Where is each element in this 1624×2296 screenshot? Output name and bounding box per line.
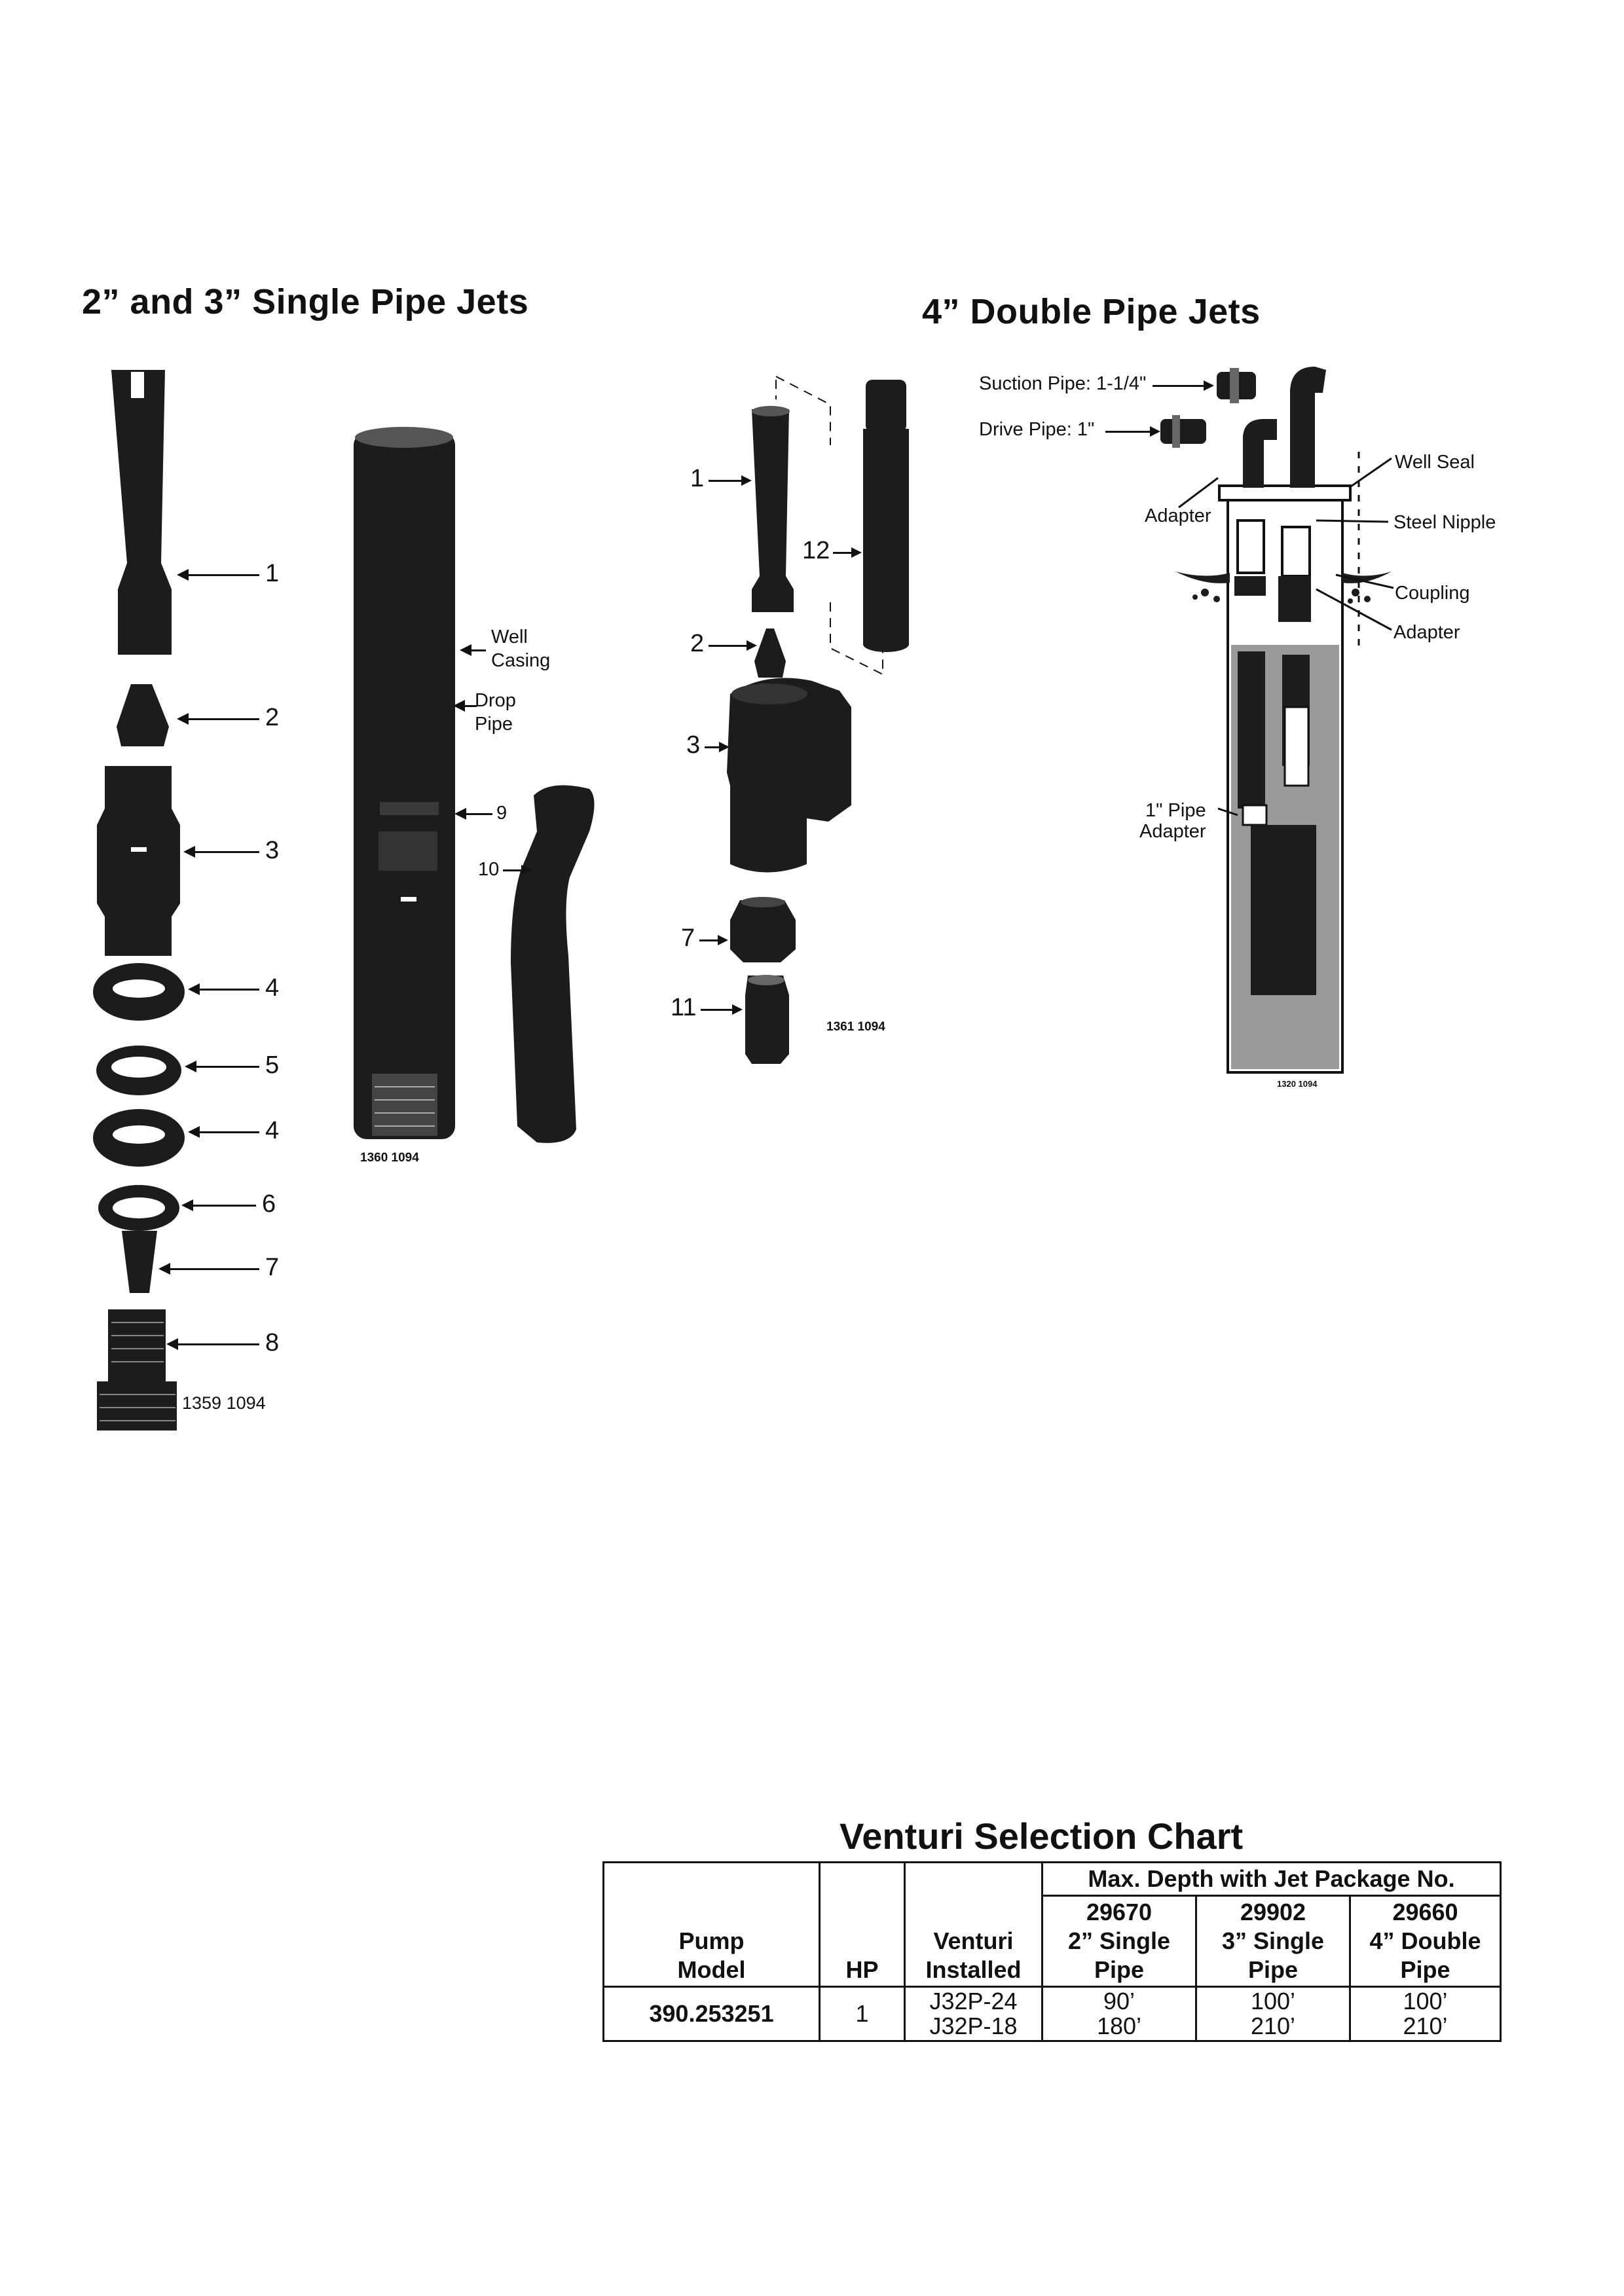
table-header-row: 29670 2” Single Pipe 29902 3” Single Pip… [604, 1895, 1502, 1988]
venturi-chart-title: Venturi Selection Chart [840, 1815, 1244, 1857]
arrow-left-icon [183, 846, 195, 858]
callout-leader [705, 746, 720, 748]
venturi-selection-table: Pump Model HP Venturi Installed Max. Dep… [602, 1861, 1502, 2042]
drive-pipe-label: Drive Pipe: 1" [979, 419, 1095, 440]
adapter-right-label: Adapter [1393, 622, 1460, 643]
pipe-adapter-label: 1" Pipe Adapter [1139, 800, 1206, 842]
callout-leader [1153, 385, 1205, 387]
arrow-left-icon [454, 808, 466, 820]
adapter-top-label: Adapter [1145, 505, 1211, 526]
well-seal-label: Well Seal [1395, 452, 1475, 473]
single-pipe-jets-heading: 2” and 3” Single Pipe Jets [82, 282, 529, 321]
callout-leader [190, 1066, 259, 1068]
figure-code: 1361 1094 [826, 1020, 885, 1034]
callout-7: 7 [681, 924, 695, 952]
header-package-29902: 29902 3” Single Pipe [1195, 1895, 1351, 1988]
callout-9: 9 [496, 803, 507, 824]
arrow-right-icon [1150, 426, 1160, 437]
callout-3: 3 [686, 731, 701, 759]
callout-leader [699, 939, 719, 941]
callout-4b: 4 [265, 1117, 280, 1144]
arrow-right-icon [1204, 380, 1214, 391]
callout-leader [503, 869, 521, 871]
callout-11: 11 [671, 994, 697, 1021]
callout-leader [182, 718, 259, 720]
suction-pipe-label: Suction Pipe: 1-1/4" [979, 373, 1147, 394]
callout-leader [458, 705, 477, 707]
callout-leader [1105, 431, 1151, 433]
callout-8: 8 [265, 1329, 280, 1357]
table-row: 390.253251 1 J32P-24 J32P-18 90’ 180’ 10… [602, 1986, 1502, 2042]
header-package-29660: 29660 4” Double Pipe [1349, 1895, 1502, 1988]
callout-leader [465, 649, 486, 651]
arrow-left-icon [453, 700, 465, 712]
figure-code: 1359 1094 [182, 1393, 266, 1413]
arrow-right-icon [521, 865, 532, 875]
callout-7: 7 [265, 1254, 280, 1281]
header-max-depth: Max. Depth with Jet Package No. [1041, 1861, 1502, 1897]
header-hp: HP [819, 1861, 906, 1988]
cell-depth-29670: 90’ 180’ [1041, 1986, 1197, 2042]
arrow-left-icon [166, 1338, 178, 1350]
callout-leader [833, 552, 853, 554]
callout-4: 4 [265, 974, 280, 1002]
callout-leader [172, 1343, 259, 1345]
callout-5: 5 [265, 1051, 280, 1079]
callout-12: 12 [802, 537, 830, 564]
arrow-right-icon [747, 640, 757, 651]
arrow-left-icon [177, 569, 189, 581]
arrow-left-icon [181, 1199, 193, 1211]
cell-depth-29902: 100’ 210’ [1195, 1986, 1351, 2042]
arrow-left-icon [158, 1263, 170, 1275]
arrow-left-icon [188, 1126, 200, 1138]
arrow-left-icon [185, 1061, 196, 1072]
callout-2: 2 [690, 630, 705, 657]
figure-code: 1360 1094 [360, 1151, 419, 1165]
arrow-right-icon [718, 935, 728, 945]
callout-1: 1 [690, 465, 705, 492]
figure-code: 1320 1094 [1277, 1079, 1318, 1089]
arrow-right-icon [719, 742, 729, 752]
coupling-label: Coupling [1395, 583, 1470, 604]
cell-pump-model: 390.253251 [602, 1986, 821, 2042]
callout-leader [193, 1131, 259, 1133]
callout-1: 1 [265, 560, 280, 587]
header-package-29670: 29670 2” Single Pipe [1041, 1895, 1197, 1988]
callout-leader [182, 574, 259, 576]
arrow-right-icon [741, 475, 752, 486]
cell-hp: 1 [819, 1986, 906, 2042]
arrow-left-icon [177, 713, 189, 725]
steel-nipple-label: Steel Nipple [1393, 512, 1496, 533]
table-header-row: Pump Model HP Venturi Installed Max. Dep… [602, 1861, 1502, 1988]
callout-leader [460, 813, 492, 815]
arrow-left-icon [460, 644, 471, 656]
callout-leader [187, 1205, 256, 1207]
cell-venturi: J32P-24 J32P-18 [904, 1986, 1043, 2042]
well-casing-label: Well Casing [491, 627, 551, 671]
callout-3: 3 [265, 837, 280, 864]
callout-leader [193, 989, 259, 991]
header-pump-model: Pump Model [602, 1861, 821, 1988]
arrow-right-icon [732, 1004, 743, 1015]
double-pipe-jets-heading: 4” Double Pipe Jets [922, 292, 1261, 331]
header-venturi-installed: Venturi Installed [904, 1861, 1043, 1988]
callout-leader [701, 1009, 733, 1011]
callout-6: 6 [262, 1190, 276, 1218]
callout-leader [164, 1268, 259, 1270]
callout-leader [709, 480, 743, 482]
callout-leader [709, 645, 748, 647]
callout-2: 2 [265, 704, 280, 731]
callout-10: 10 [478, 859, 500, 880]
cell-depth-29660: 100’ 210’ [1349, 1986, 1502, 2042]
arrow-right-icon [851, 547, 862, 558]
arrow-left-icon [188, 983, 200, 995]
drop-pipe-label: Drop Pipe [475, 690, 516, 735]
callout-leader [189, 851, 259, 853]
